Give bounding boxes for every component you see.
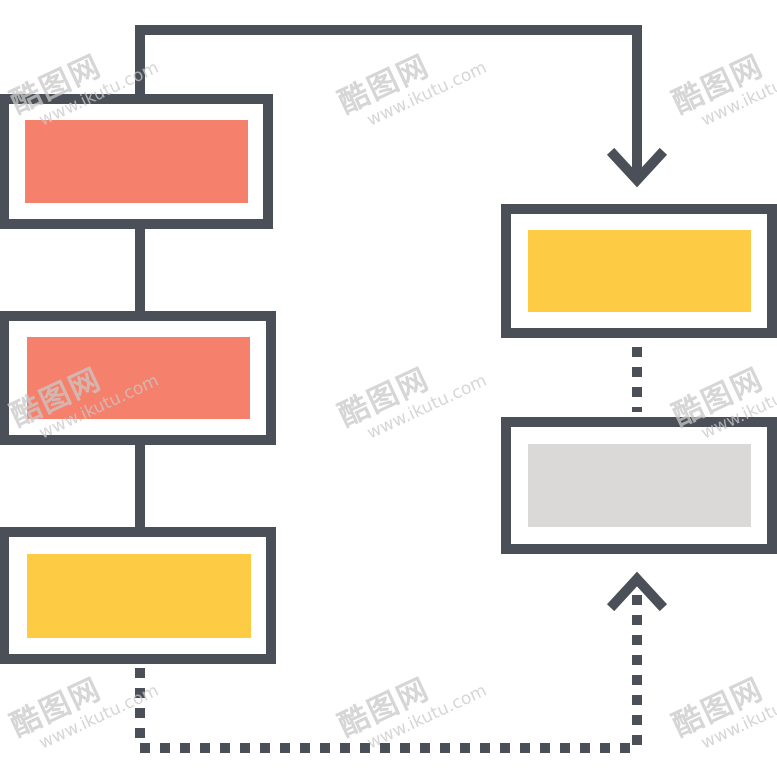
box-left-3 bbox=[0, 527, 276, 664]
connector-bottom-dotted bbox=[135, 582, 642, 753]
box-right-2-fill bbox=[528, 444, 751, 527]
connector-top-solid bbox=[135, 25, 642, 182]
box-right-1-fill bbox=[528, 230, 751, 312]
box-right-2 bbox=[501, 417, 777, 554]
box-left-1-fill bbox=[25, 120, 248, 203]
arrowhead-up-icon bbox=[606, 571, 668, 612]
box-left-2 bbox=[0, 311, 276, 445]
box-left-2-fill bbox=[27, 337, 250, 419]
box-left-1 bbox=[0, 94, 273, 229]
arrowhead-down-icon bbox=[606, 147, 668, 188]
box-left-3-fill bbox=[27, 554, 251, 638]
box-right-1 bbox=[501, 204, 777, 338]
